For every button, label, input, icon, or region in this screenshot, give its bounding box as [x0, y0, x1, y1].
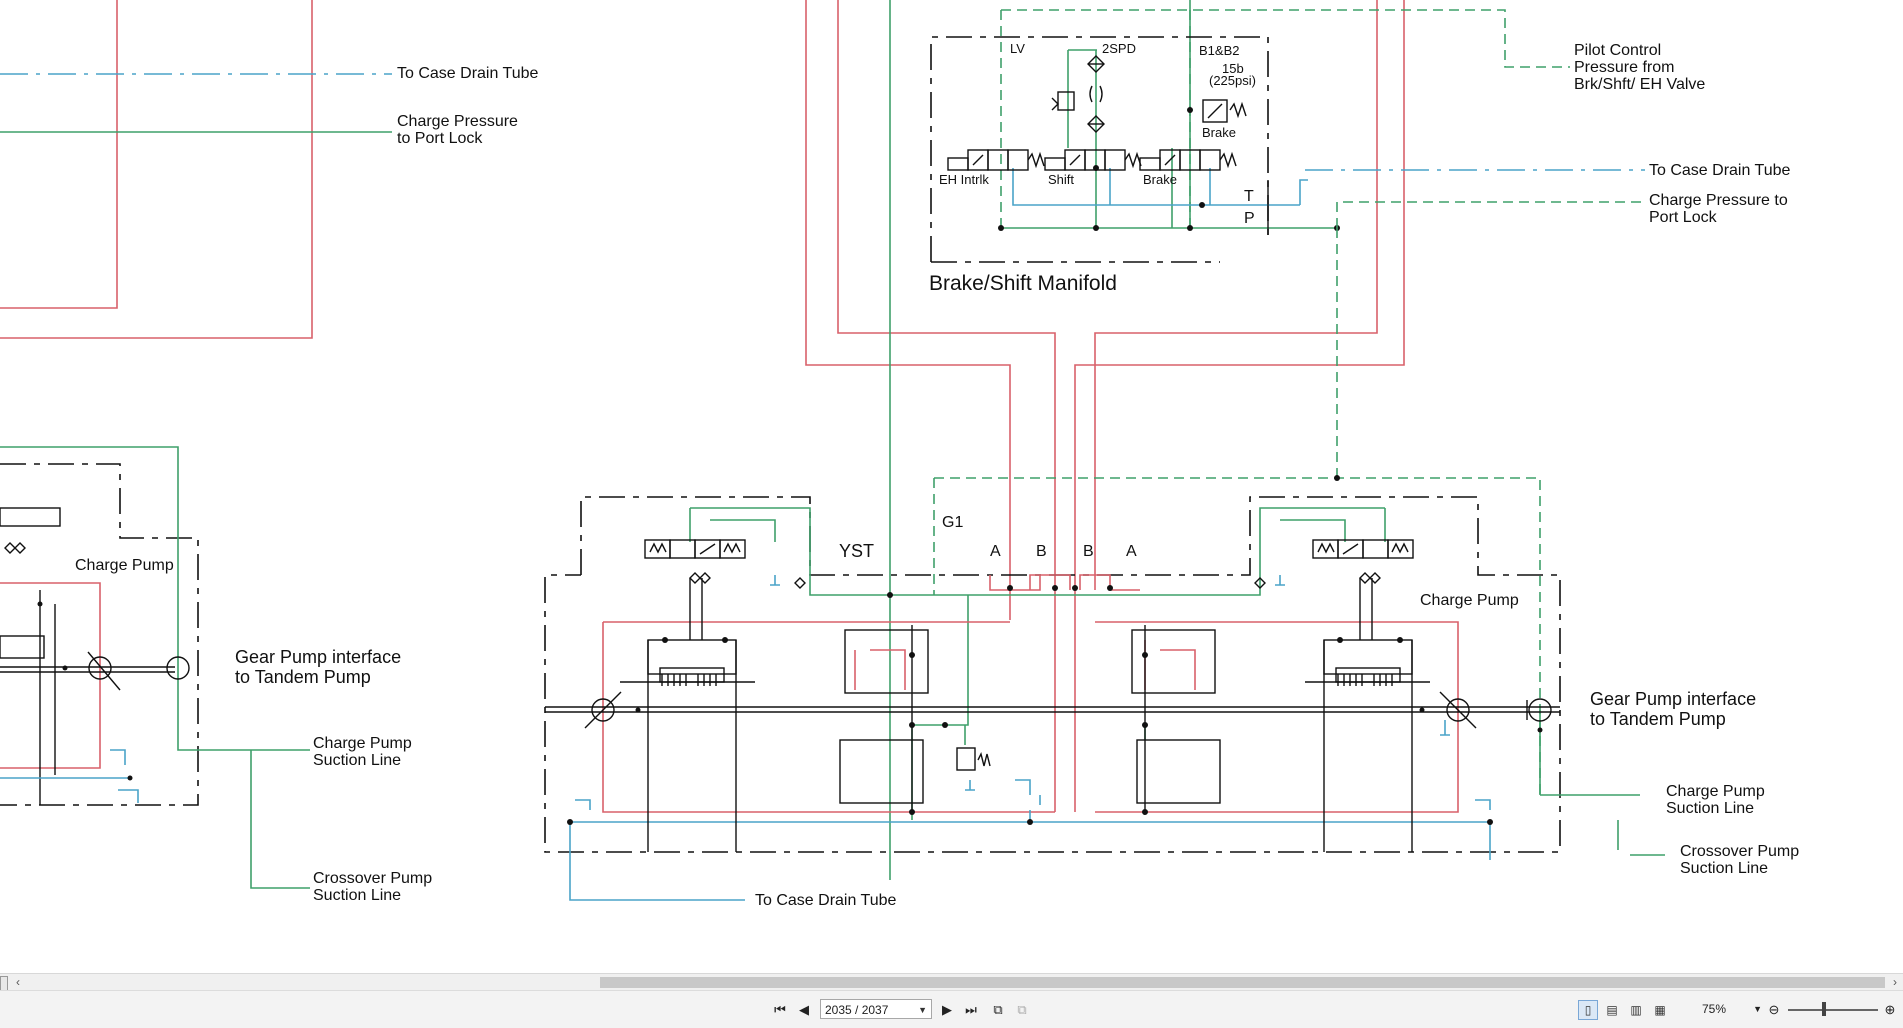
continuous-view-icon[interactable]: ▤ [1606, 1003, 1618, 1017]
label-b1b2: B1&B2 [1199, 43, 1239, 58]
document-viewport[interactable]: To Case Drain Tube Charge Pressure to Po… [0, 0, 1903, 973]
scroll-left-arrow-icon[interactable]: ‹ [16, 975, 20, 989]
main-pressure-lines [805, 0, 1405, 812]
label-225psi: (225psi) [1209, 73, 1256, 88]
eh-interlock-valve [947, 149, 1045, 171]
shift-valve [1044, 149, 1142, 171]
brake-shift-manifold [930, 9, 1570, 263]
label-gear-pump-right-2: to Tandem Pump [1590, 709, 1726, 729]
servo-piston-right [1305, 639, 1430, 686]
label-charge-pressure-left-2: to Port Lock [397, 130, 483, 147]
scrollbar-thumb[interactable] [600, 977, 1885, 988]
continuous-facing-view-icon[interactable]: ▦ [1654, 1003, 1666, 1017]
left-pump-section [0, 0, 392, 889]
zoom-out-icon[interactable]: ⊖ [1768, 1002, 1780, 1017]
label-port-b-right: B [1083, 543, 1094, 560]
main-pump-right [1446, 698, 1470, 722]
first-page-icon[interactable]: ⏮ [774, 1002, 786, 1017]
label-case-drain-top-left: To Case Drain Tube [397, 65, 539, 82]
chevron-down-icon[interactable]: ▼ [1753, 1004, 1762, 1014]
label-case-drain-bottom: To Case Drain Tube [755, 892, 897, 909]
label-gear-pump-right: Gear Pump interface [1590, 689, 1756, 709]
next-view-icon[interactable]: ⧉ [1017, 1002, 1027, 1017]
last-page-icon[interactable]: ⏭ [965, 1002, 977, 1017]
relief-valve-upper-left [844, 629, 929, 694]
main-pump-left [591, 698, 615, 722]
zoom-slider-thumb[interactable] [1822, 1002, 1826, 1016]
label-charge-pressure-left: Charge Pressure [397, 113, 518, 130]
label-pilot-control: Pilot Control [1574, 42, 1661, 59]
label-brake: Brake [1143, 172, 1177, 187]
label-charge-pump-left: Charge Pump [75, 557, 174, 574]
hydraulic-schematic: To Case Drain Tube Charge Pressure to Po… [0, 0, 1799, 909]
label-charge-suction-left-2: Suction Line [313, 752, 401, 769]
label-port-a-left: A [990, 543, 1001, 560]
label-port-p: P [1244, 210, 1255, 227]
label-port-b-left: B [1036, 543, 1047, 560]
zoom-slider[interactable] [1788, 1009, 1878, 1011]
label-port-a-right: A [1126, 543, 1137, 560]
label-15b: 15b [1222, 61, 1244, 76]
label-crossover-left-2: Suction Line [313, 887, 401, 904]
label-pilot-control-2: Pressure from [1574, 59, 1674, 76]
label-charge-pump-right: Charge Pump [1420, 592, 1519, 609]
label-lv: LV [1010, 41, 1025, 56]
label-charge-suction-right-2: Suction Line [1666, 800, 1754, 817]
relief-valve-upper-right [1131, 629, 1216, 694]
label-crossover-right-2: Suction Line [1680, 860, 1768, 877]
label-yst: YST [839, 541, 874, 561]
label-pilot-control-3: Brk/Shft/ EH Valve [1574, 76, 1705, 93]
relief-valve-lower-left [839, 739, 924, 804]
label-charge-pressure-right-2: Port Lock [1649, 209, 1718, 226]
previous-page-icon[interactable]: ◀ [799, 1002, 809, 1017]
chevron-down-icon[interactable]: ▼ [918, 1005, 927, 1015]
yst-valve-left [644, 539, 746, 559]
navigation-toolbar: ⏮ ◀ 2035 / 2037 ▼ ▶ ⏭ ⧉ ⧉ ▯ ▤ ▥ ▦ 75% ▼ … [0, 990, 1903, 1028]
zoom-level: 75% [1702, 1002, 1727, 1016]
label-charge-suction-right: Charge Pump [1666, 783, 1765, 800]
label-eh-intrlk: EH Intrlk [939, 172, 989, 187]
manifold-title: Brake/Shift Manifold [929, 272, 1117, 295]
page-number-input[interactable]: 2035 / 2037 ▼ [820, 999, 932, 1019]
label-crossover-right: Crossover Pump [1680, 843, 1799, 860]
label-2spd: 2SPD [1102, 41, 1136, 56]
label-port-t: T [1244, 188, 1254, 205]
label-crossover-left: Crossover Pump [313, 870, 432, 887]
zoom-level-select[interactable]: 75% ▼ [1702, 999, 1762, 1019]
tandem-pump-assembly [544, 228, 1665, 901]
brake-valve [1139, 149, 1237, 171]
servo-piston-left [620, 639, 755, 686]
label-gear-pump-left: Gear Pump interface [235, 647, 401, 667]
relief-valve-lower-right [1136, 739, 1221, 804]
scroll-left-edge [0, 976, 8, 991]
label-gear-pump-left-2: to Tandem Pump [235, 667, 371, 687]
zoom-in-icon[interactable]: ⊕ [1884, 1002, 1896, 1017]
horizontal-scrollbar[interactable]: ‹ › [0, 973, 1903, 991]
facing-view-icon[interactable]: ▥ [1630, 1003, 1642, 1017]
page-indicator: 2035 / 2037 [825, 1003, 889, 1017]
yst-valve-right [1312, 539, 1414, 559]
label-shift: Shift [1048, 172, 1074, 187]
label-brake-small: Brake [1202, 125, 1236, 140]
scroll-right-arrow-icon[interactable]: › [1893, 975, 1897, 989]
next-page-icon[interactable]: ▶ [942, 1002, 952, 1017]
label-charge-pressure-right: Charge Pressure to [1649, 192, 1788, 209]
single-page-view-icon[interactable]: ▯ [1578, 1000, 1598, 1020]
previous-view-icon[interactable]: ⧉ [993, 1002, 1003, 1017]
label-charge-suction-left: Charge Pump [313, 735, 412, 752]
gear-pump-right [1528, 698, 1552, 722]
label-case-drain-right: To Case Drain Tube [1649, 162, 1791, 179]
label-g1: G1 [942, 514, 963, 531]
